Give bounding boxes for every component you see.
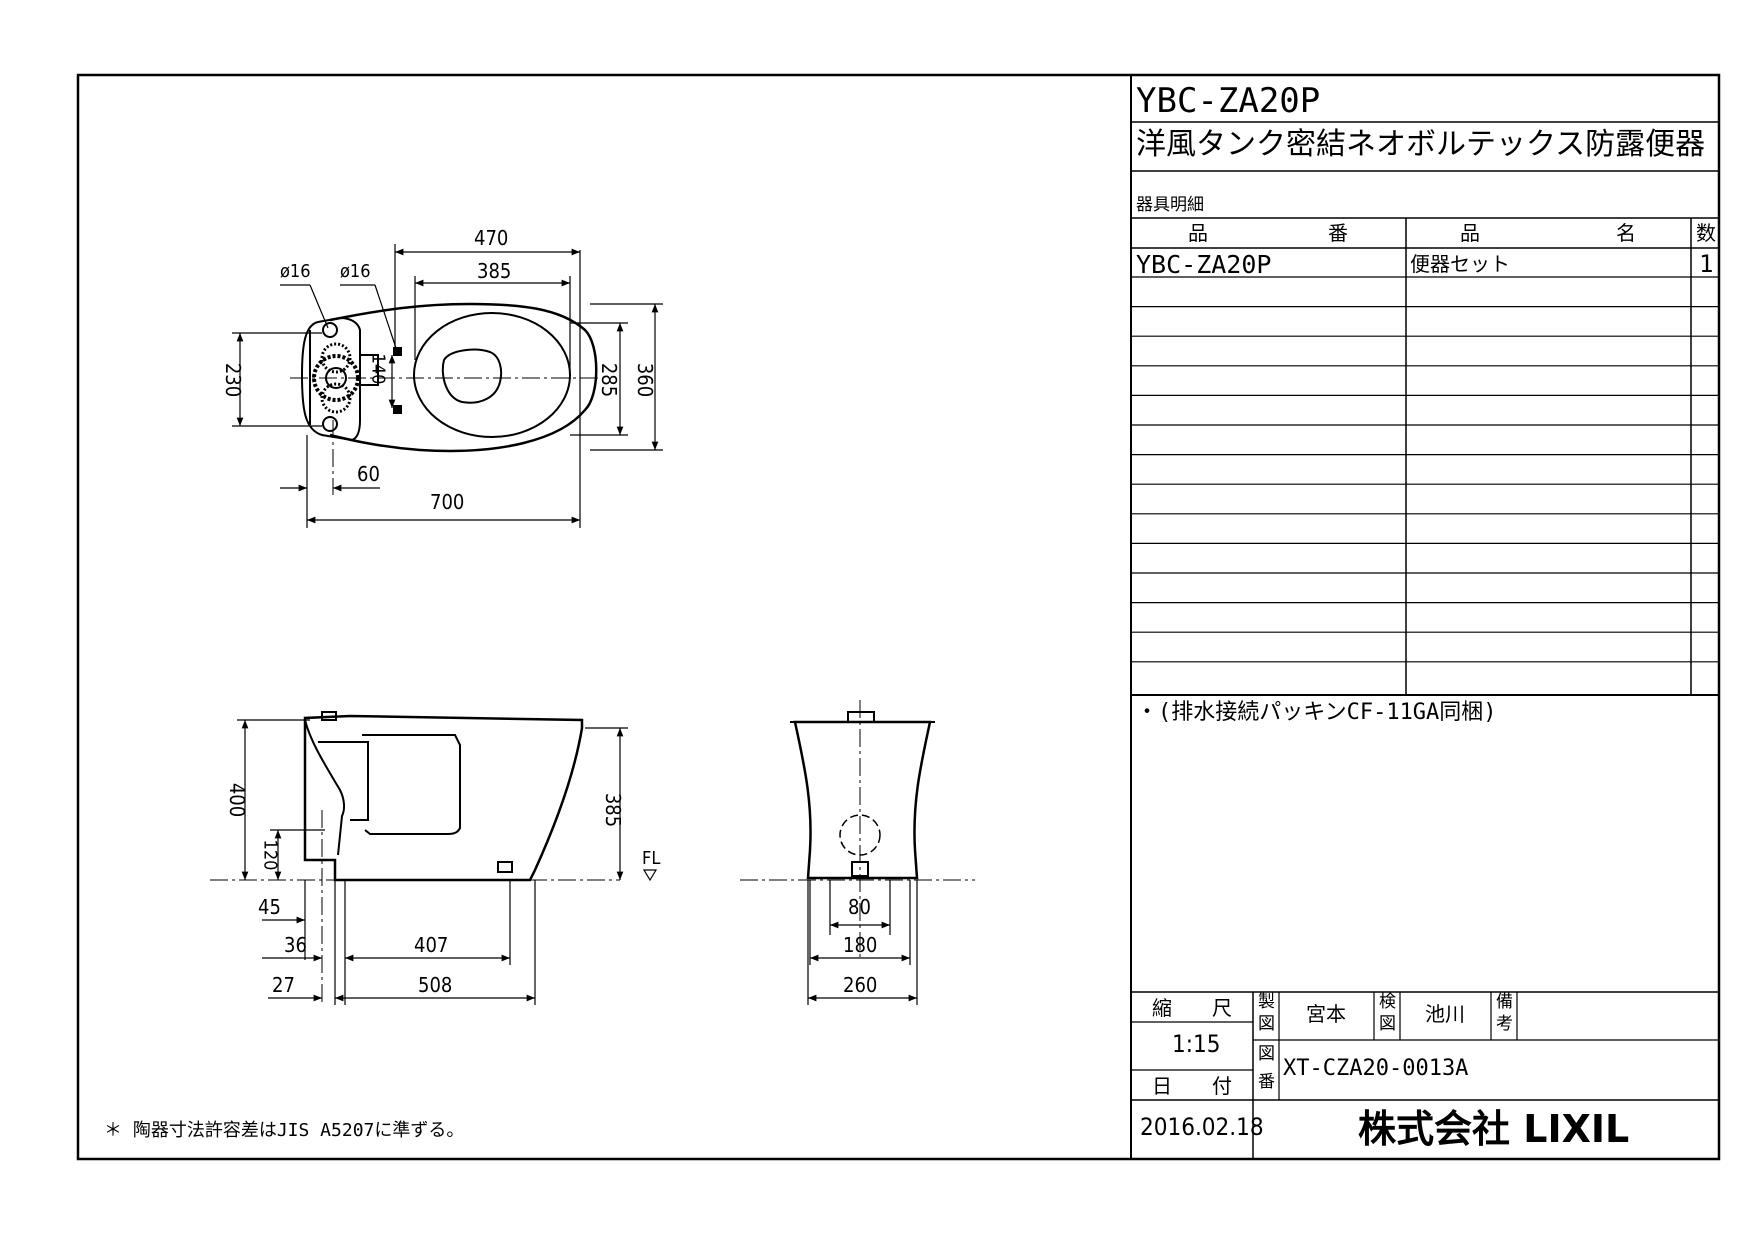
parts-heading: 器具明細 <box>1136 195 1204 215</box>
dim-plan-360: 360 <box>633 362 658 398</box>
drawn-by: 宮本 <box>1306 1002 1346 1026</box>
dim-plan-230: 230 <box>221 362 246 398</box>
dim-plan-285: 285 <box>597 362 622 398</box>
drawn-label-1: 製 <box>1258 992 1275 1012</box>
col-part-name-1: 品 <box>1460 221 1480 245</box>
dim-side-120: 120 <box>259 839 281 871</box>
dim-plan-140: 140 <box>367 353 389 385</box>
col-part-name-2: 名 <box>1616 221 1636 245</box>
remarks-label-1: 備 <box>1496 992 1513 1012</box>
drawing-no-label-2: 番 <box>1258 1072 1275 1092</box>
row-part-no: YBC-ZA20P <box>1136 250 1272 279</box>
dim-plan-385: 385 <box>477 259 512 283</box>
col-part-no-1: 品 <box>1188 221 1208 245</box>
dim-side-fl: FL <box>642 848 661 869</box>
dim-plan-700: 700 <box>430 490 465 514</box>
dim-plan-hole2: ø16 <box>340 261 371 282</box>
dim-front-180: 180 <box>843 933 878 957</box>
dim-side-508: 508 <box>418 973 453 997</box>
date-value: 2016.02.18 <box>1140 1113 1264 1141</box>
dim-side-45: 45 <box>258 895 281 919</box>
tolerance-footnote: ＊ 陶器寸法許容差はJIS A5207に準ずる。 <box>104 1120 465 1141</box>
drawing-no: XT-CZA20-0013A <box>1283 1056 1469 1081</box>
dim-side-27: 27 <box>272 973 295 997</box>
dim-plan-hole1: ø16 <box>280 261 311 282</box>
company-logo: 株式会社 LIXIL <box>1358 1107 1630 1151</box>
sheet-border <box>76 73 1721 1161</box>
dim-front-260: 260 <box>843 973 878 997</box>
front-view <box>740 700 975 960</box>
product-name: 洋風タンク密結ネオボルテックス防露便器 <box>1136 127 1706 162</box>
dim-plan-470: 470 <box>474 226 509 250</box>
row-part-name: 便器セット <box>1410 252 1510 276</box>
row-qty: 1 <box>1699 250 1714 278</box>
dim-plan-60: 60 <box>357 462 380 486</box>
side-dimensions <box>237 719 658 1005</box>
plan-view <box>290 302 600 495</box>
dim-side-407: 407 <box>414 933 449 957</box>
packing-note: ・(排水接続パッキンCF-11GA同梱) <box>1136 700 1497 725</box>
scale-label: 縮 尺 <box>1152 996 1232 1020</box>
checked-label-2: 図 <box>1379 1014 1396 1034</box>
checked-label-1: 検 <box>1379 992 1396 1012</box>
dim-side-400: 400 <box>225 782 250 818</box>
date-label: 日 付 <box>1152 1074 1232 1098</box>
checked-by: 池川 <box>1425 1002 1465 1026</box>
model-number: YBC-ZA20P <box>1136 81 1321 121</box>
scale-value: 1:15 <box>1172 1030 1221 1058</box>
plan-dimensions <box>232 244 663 528</box>
front-dimensions <box>807 880 918 1005</box>
dim-side-385: 385 <box>601 792 626 828</box>
col-qty: 数 <box>1696 221 1716 245</box>
drawing-no-label-1: 図 <box>1258 1044 1275 1064</box>
drawn-label-2: 図 <box>1258 1014 1275 1034</box>
remarks-label-2: 考 <box>1496 1014 1513 1034</box>
title-block-grid <box>1130 75 1719 1159</box>
dim-side-36: 36 <box>284 933 307 957</box>
dim-front-80: 80 <box>848 895 871 919</box>
col-part-no-2: 番 <box>1328 221 1348 245</box>
